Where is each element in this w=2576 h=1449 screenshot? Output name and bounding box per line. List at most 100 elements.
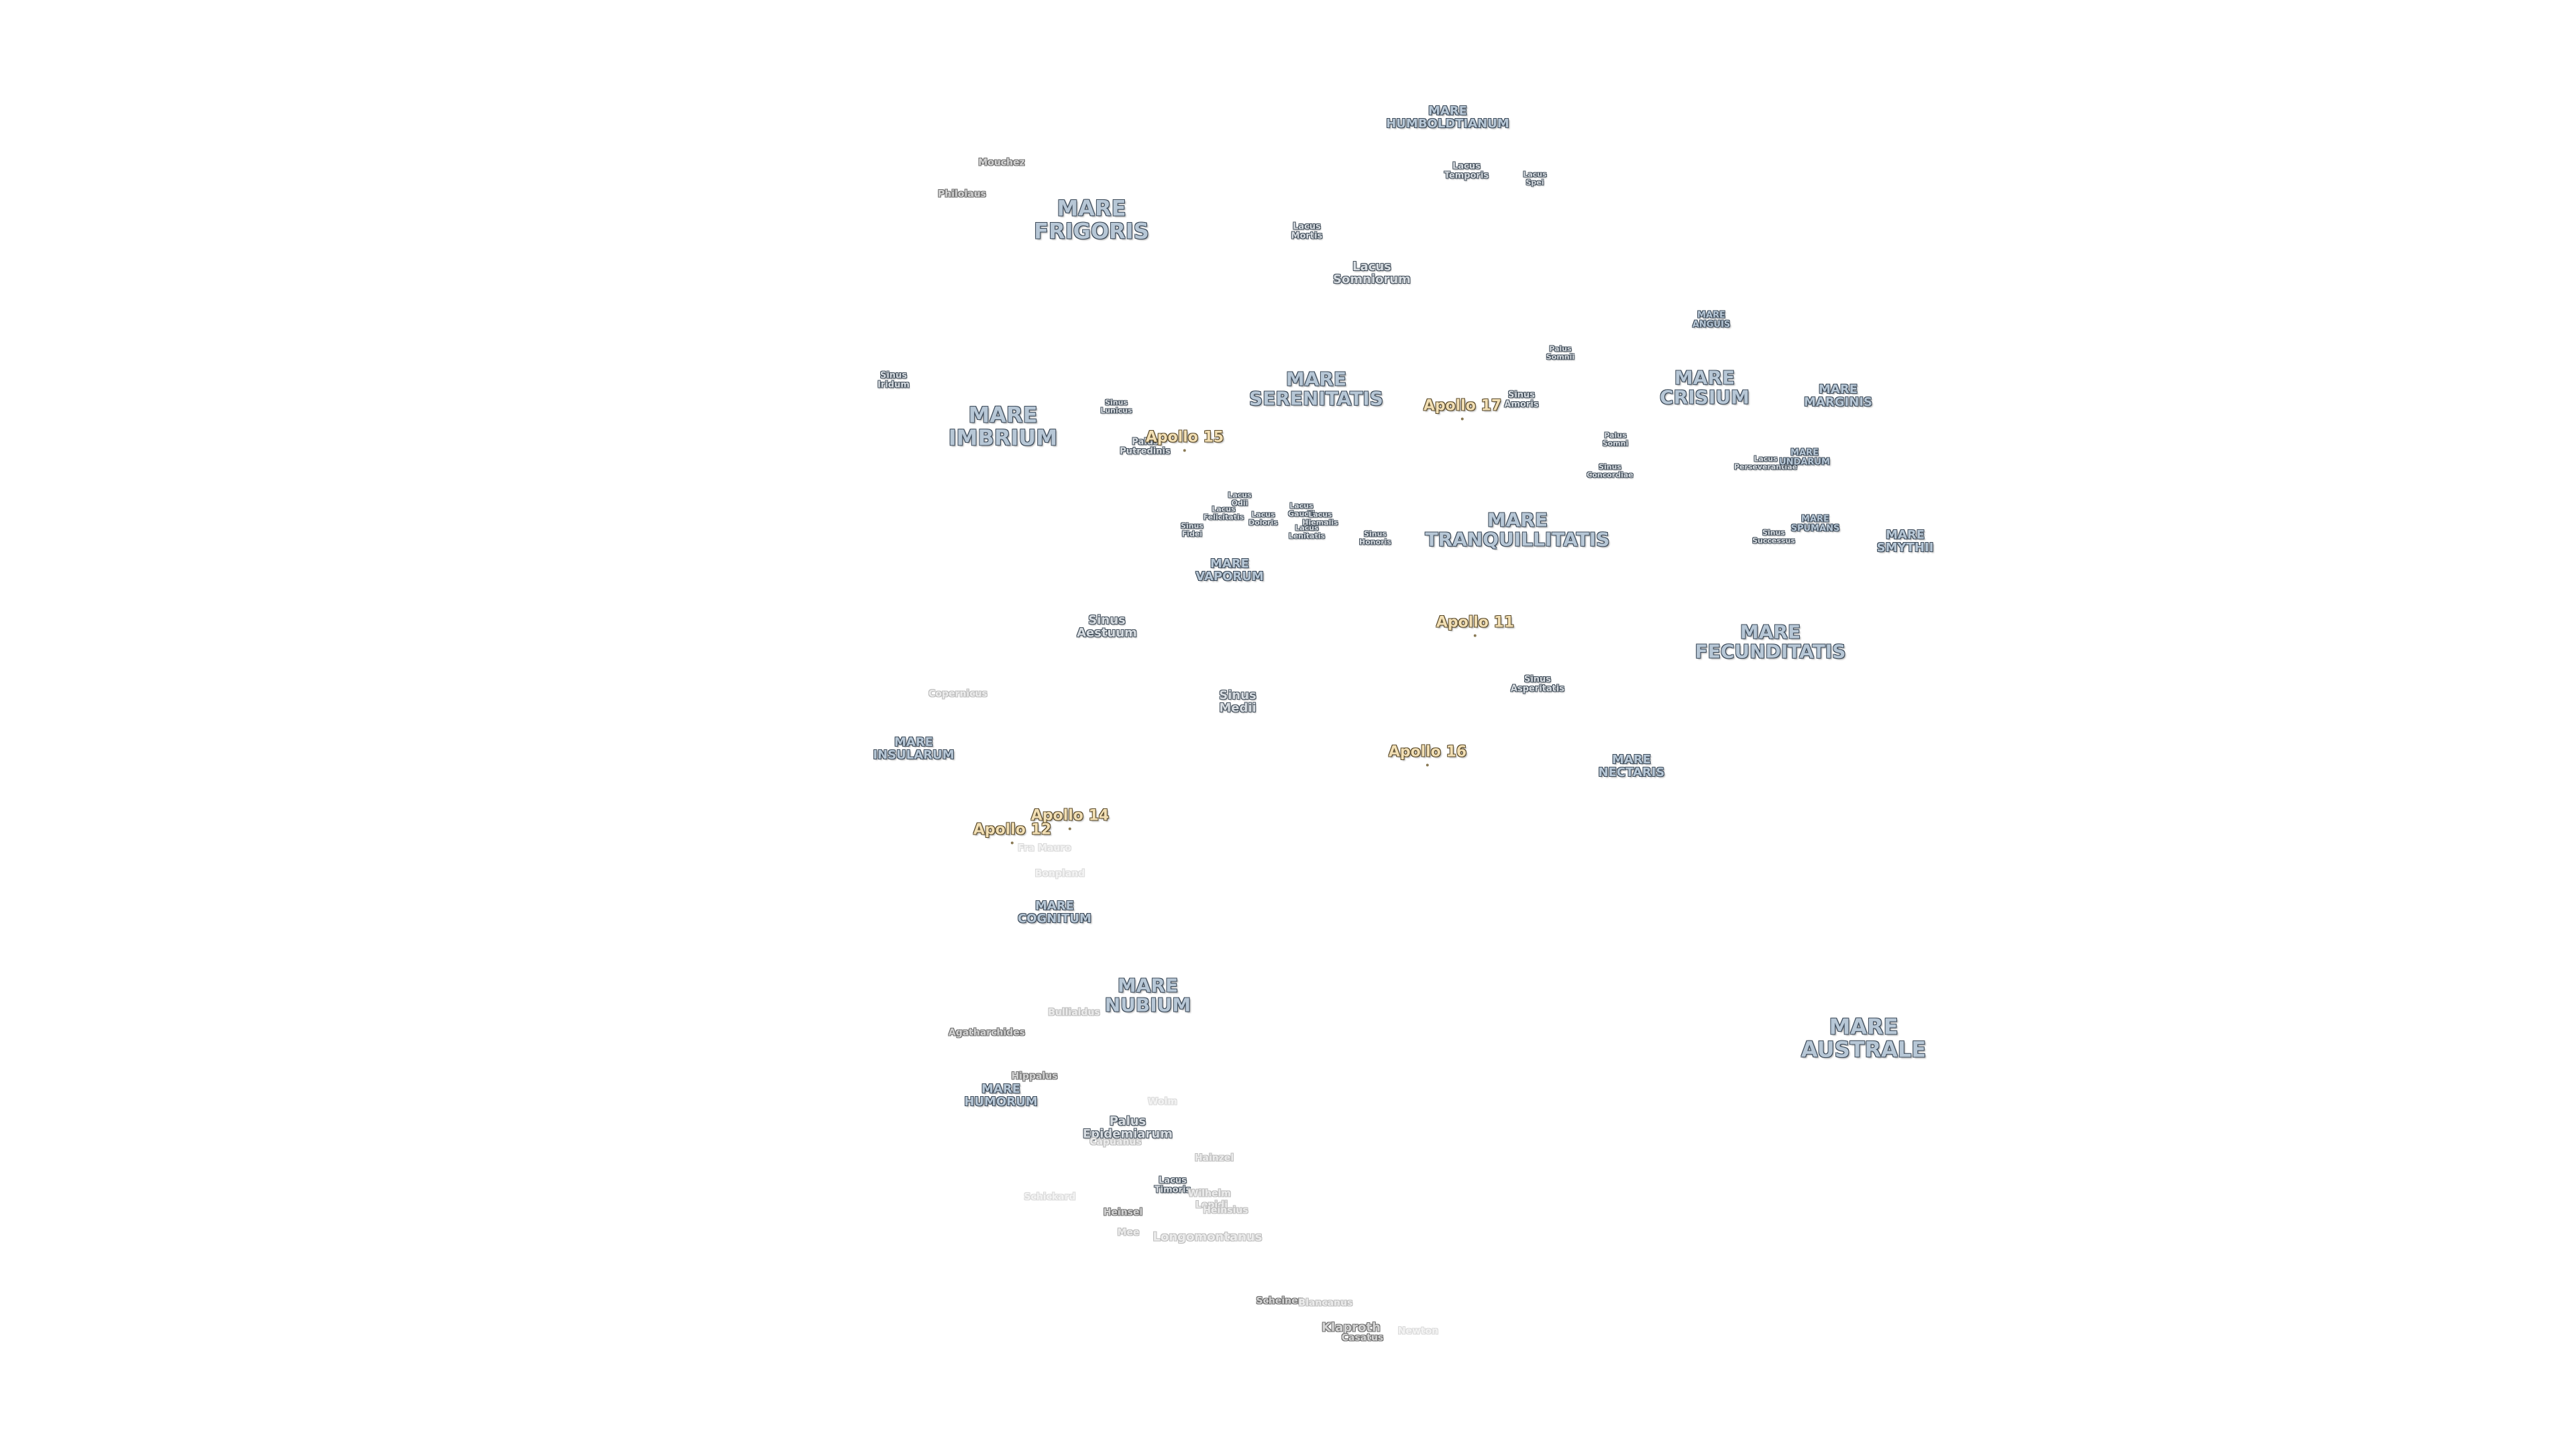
feature-label-line: SERENITATIS (1249, 388, 1383, 410)
feature-label-schickard: Schickard (1024, 1191, 1076, 1203)
landing-site-apollo-17[interactable]: Apollo 17 (1423, 397, 1502, 421)
feature-label-line: MARE (981, 1082, 1020, 1097)
feature-label-casatus: Casatus (1341, 1332, 1384, 1344)
feature-label-line: Sinus (1523, 674, 1552, 685)
feature-label-line: Palus (1604, 431, 1627, 440)
feature-label-line: MARE (1612, 753, 1651, 767)
feature-label-line: MARE (1428, 104, 1467, 119)
feature-label-line: MARE (1819, 382, 1858, 397)
feature-label-line: Honoris (1359, 537, 1391, 546)
feature-label-wilhelm: Wilhelm (1188, 1189, 1231, 1199)
feature-label-line: Palus (1549, 344, 1572, 354)
feature-label-line: Lacus (1212, 504, 1236, 514)
feature-label-line: FRIGORIS (1034, 218, 1149, 244)
feature-label-line: Hiemalis (1302, 518, 1338, 527)
feature-label-wolm: Wolm (1148, 1097, 1177, 1108)
feature-label-line: Concordiae (1587, 470, 1633, 479)
feature-label-line: Klaproth (1322, 1320, 1381, 1335)
feature-label-line: Sinus (879, 370, 908, 381)
feature-label-klaproth: Klaproth (1322, 1322, 1381, 1335)
feature-label-line: COGNITUM (1018, 912, 1091, 926)
feature-label-line: Wilhelm (1188, 1188, 1231, 1199)
feature-label-hippalus: Hippalus (1011, 1071, 1058, 1082)
feature-label-line: MARE (1285, 368, 1347, 390)
feature-label-line: Mortis (1291, 231, 1323, 241)
feature-label-line: UNDARUM (1779, 457, 1830, 467)
feature-label-line: Palus (1132, 437, 1159, 447)
feature-label-line: Hippalus (1011, 1071, 1058, 1082)
feature-label-line: Aestuum (1077, 626, 1137, 640)
feature-label-line: Bonpland (1034, 868, 1085, 879)
feature-label-line: Asperitatis (1510, 684, 1565, 694)
feature-label-line: Perseverantiae (1733, 462, 1798, 471)
feature-label-line: SMYTHII (1876, 541, 1934, 555)
feature-label-philolaus: Philolaus (938, 189, 986, 200)
feature-label-line: Newton (1397, 1326, 1439, 1337)
feature-label-blancanus: Blancanus (1299, 1298, 1353, 1309)
feature-label-line: Epidemiarum (1083, 1127, 1173, 1141)
feature-label-line: MARE (1674, 366, 1735, 389)
feature-label-line: NUBIUM (1104, 994, 1191, 1016)
feature-label-line: Successus (1752, 536, 1795, 545)
feature-label-bullialdus: Bullialdus (1048, 1008, 1100, 1018)
landing-site-apollo-12[interactable]: Apollo 12 (973, 821, 1052, 845)
feature-label-line: MARE (1487, 508, 1548, 531)
feature-label-line: Casatus (1341, 1332, 1384, 1344)
feature-label-line: Somni (1602, 439, 1629, 447)
feature-label-line: Putredinis (1120, 446, 1171, 456)
feature-label-line: Somniorum (1333, 272, 1411, 286)
feature-label-capuanus: Capuanus (1089, 1137, 1141, 1148)
feature-label-line: CRISIUM (1660, 386, 1750, 409)
feature-label-line: Fidei (1181, 529, 1203, 538)
feature-label-line: Odii (1231, 498, 1248, 507)
feature-label-line: Lepidi (1195, 1199, 1228, 1211)
feature-label-fra-mauro: Fra Mauro (1018, 843, 1071, 854)
feature-label-line: Schickard (1024, 1191, 1076, 1203)
feature-label-line: Lacus (1251, 510, 1275, 519)
feature-label-agatharchides: Agatharchides (949, 1028, 1025, 1038)
feature-label-line: Amoris (1504, 399, 1539, 409)
feature-label-line: MARE (1801, 514, 1829, 525)
feature-label-line: Mee (1117, 1227, 1140, 1238)
feature-label-mee: Mee (1118, 1228, 1140, 1238)
feature-label-line: MARE (1829, 1014, 1898, 1040)
feature-label-line: Copernicus (928, 688, 987, 700)
feature-label-mouchez: Mouchez (978, 158, 1024, 168)
feature-label-line: Sinus (1507, 390, 1536, 400)
landing-site-apollo-15[interactable]: Apollo 15 (1145, 429, 1224, 452)
feature-label-line: Bullialdus (1048, 1007, 1100, 1018)
feature-label-line: Sinus (1364, 529, 1387, 539)
landing-site-apollo-11[interactable]: Apollo 11 (1436, 614, 1515, 637)
landing-site-apollo-14[interactable]: Apollo 14 (1030, 807, 1110, 830)
feature-label-line: Sinus (1088, 613, 1126, 628)
feature-label-line: Scheiner (1256, 1295, 1303, 1307)
landing-site-apollo-16[interactable]: Apollo 16 (1388, 743, 1467, 767)
feature-label-copernicus: Copernicus (928, 688, 987, 700)
feature-label-line: Philolaus (938, 189, 986, 200)
